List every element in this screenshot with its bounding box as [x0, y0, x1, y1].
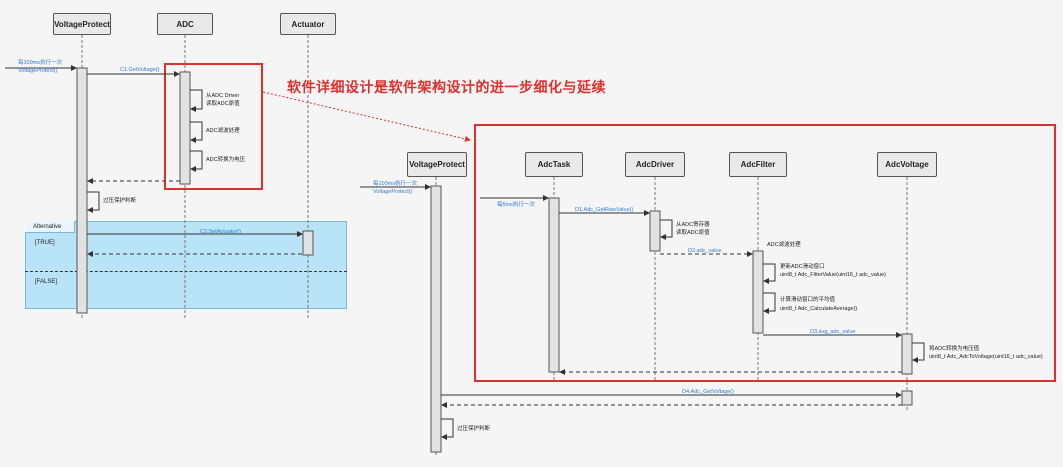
note-average-line2: uint8_t Adc_CalculateAverage(): [780, 306, 858, 312]
alt-label: Alternative: [25, 221, 75, 233]
banner-title: 软件详细设计是软件架构设计的进一步细化与延续: [287, 80, 606, 96]
note-update-line1: 更新ADC滑动窗口: [780, 264, 825, 270]
note-register-line1: 从ADC寄存器: [676, 222, 710, 228]
d2-label: D2.adc_value: [688, 248, 722, 254]
alt-false-label: [FALSE]: [35, 279, 58, 285]
note-adc-filter: ADC滤波处理: [206, 128, 240, 134]
left-trigger-line1: 每100ms执行一次: [18, 60, 63, 66]
every-5ms-label: 每5ms执行一次: [497, 202, 535, 208]
note-average-line1: 计算滑动窗口的平均值: [780, 297, 836, 303]
c1-label: C1.GetVoltage(): [120, 67, 160, 73]
c2-label: C2.SetActuator(): [200, 229, 241, 235]
participant-adctask[interactable]: AdcTask: [525, 152, 583, 177]
right-trigger-line1: 每100ms执行一次: [373, 181, 418, 187]
participant-voltageprotect-left[interactable]: VoltageProtect: [53, 13, 111, 35]
participant-adcfilter[interactable]: AdcFilter: [729, 152, 787, 177]
d3-label: D3.avg_adc_value: [810, 329, 856, 335]
note-convert-line1: 将ADC转换为电压值: [929, 346, 980, 352]
adc-highlight-frame: [164, 63, 263, 190]
participant-adc[interactable]: ADC: [157, 13, 213, 35]
d1-label: D1.Adc_GetRawValue(): [575, 207, 634, 213]
participant-voltageprotect-right[interactable]: VoltageProtect: [407, 152, 467, 177]
note-adc-convert: ADC转换为电压: [206, 157, 246, 163]
right-trigger-line2: VoltageProtect(): [373, 189, 413, 195]
participant-adcdriver[interactable]: AdcDriver: [625, 152, 685, 177]
note-convert-line2: uint8_t Adc_AdcToVoltage(uint16_t adc_va…: [929, 354, 1043, 360]
note-adc-driver-line2: 读取ADC原值: [206, 101, 240, 107]
note-adc-driver-line1: 从ADC Driver: [206, 93, 240, 99]
note-update-line2: uint8_t Adc_FilterValue(uint16_t adc_val…: [780, 272, 886, 278]
participant-actuator[interactable]: Actuator: [280, 13, 336, 35]
detail-frame: [474, 124, 1056, 382]
d4-label: D4.Adc_GetVoltage(): [682, 389, 734, 395]
alt-divider: [25, 271, 347, 272]
right-overvolt-note: 过压保护判断: [457, 426, 491, 432]
filter-title: ADC滤波处理: [767, 242, 801, 248]
alt-true-label: [TRUE]: [35, 240, 55, 246]
left-trigger-line2: VoltageProtect(): [18, 68, 58, 74]
note-register-line2: 读取ADC原值: [676, 230, 710, 236]
left-overvolt-note: 过压保护判断: [103, 198, 137, 204]
participant-adcvoltage[interactable]: AdcVoltage: [877, 152, 937, 177]
